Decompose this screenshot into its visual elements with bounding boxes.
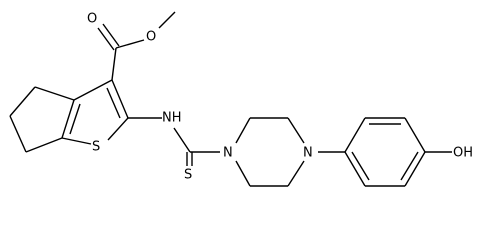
bond-c6a-c3a-outer: [61, 99, 75, 139]
bond-c2-s: [107, 117, 129, 141]
bond-ring-6-inner: [351, 151, 370, 181]
bond-carbonyl-double-b: [102, 23, 120, 47]
bond-c4-c5: [9, 86, 36, 117]
hydroxyphenyl-ring: [318, 117, 452, 187]
bond-s-c6a: [61, 137, 92, 145]
piperazine-ring: [235, 117, 305, 187]
ester-group: [97, 11, 176, 81]
bond-ring-1: [344, 117, 366, 153]
ester-oxygen-label: O: [146, 30, 156, 45]
bond-carbonyl-ester-o: [115, 39, 145, 49]
thioamide-linker: [128, 117, 220, 166]
bond-n1-ca: [235, 117, 251, 144]
bond-c3-c2-outer: [111, 79, 129, 119]
ester-carbonyl-oxygen-label: O: [87, 12, 97, 27]
bond-c6a-c3a-inner: [69, 103, 81, 135]
chemical-structure-diagram: O O S NH S N N OH: [9, 11, 473, 187]
cyclopenta-thiophene-ring: [9, 79, 129, 153]
bond-nh-cs: [173, 127, 191, 153]
piperazine-n1-label: N: [223, 146, 233, 161]
bond-ring-4-inner: [400, 151, 419, 181]
bond-n4-cc: [287, 160, 305, 187]
bond-c3-c2-inner: [106, 87, 121, 119]
bond-c3a-c4: [34, 86, 75, 101]
piperazine-n4-label: N: [303, 146, 313, 161]
bond-ring-6: [344, 151, 366, 187]
bond-c5-c6: [9, 115, 27, 153]
thiophene-sulfur-label: S: [92, 140, 100, 155]
bond-ring-4: [404, 151, 426, 187]
bond-carbonyl-ring: [111, 47, 117, 81]
bond-c6-c6a: [25, 137, 63, 153]
bond-carbonyl-double-a: [97, 27, 115, 51]
amine-label: NH: [162, 111, 182, 126]
bond-ring-3: [404, 117, 426, 153]
bond-c3-c3a: [73, 79, 113, 101]
bond-cd-n1: [235, 160, 251, 187]
bond-ester-o-methyl: [158, 11, 176, 29]
bond-cb-n4: [287, 117, 305, 144]
thioamide-sulfur-label: S: [184, 168, 192, 183]
phenol-label: OH: [453, 146, 473, 161]
